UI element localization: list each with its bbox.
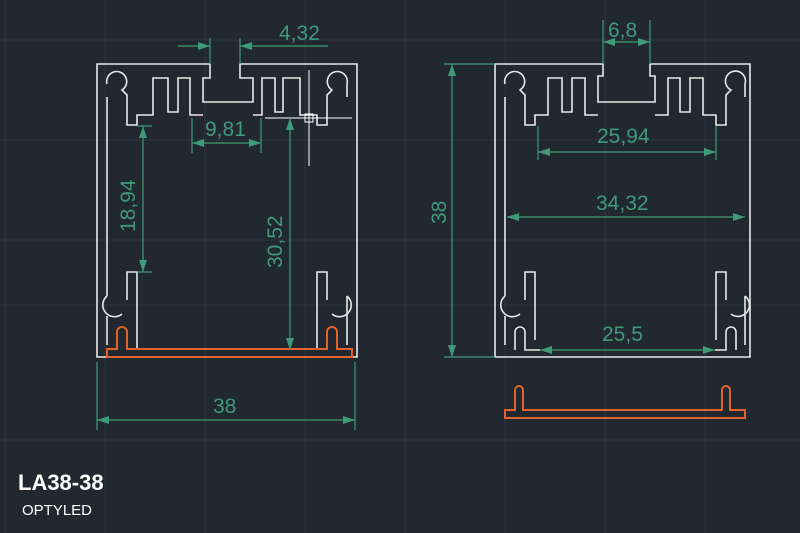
right-cover-strip	[504, 385, 746, 419]
cursor-crosshair	[265, 70, 352, 166]
dim-left-notch: 4,32	[178, 22, 328, 64]
dim-left-inner-height: 30,52	[264, 118, 294, 350]
left-cover-strip	[106, 326, 353, 358]
dim-right-inner-width: 34,32	[507, 192, 745, 221]
dim-label: 4,32	[279, 22, 320, 45]
left-profile	[96, 63, 358, 358]
dim-label: 6,8	[608, 19, 637, 42]
dim-right-notch: 6,8	[602, 19, 651, 64]
dim-left-side-height: 18,94	[117, 125, 152, 273]
dim-label: 38	[213, 395, 236, 418]
dim-label: 25,94	[597, 125, 650, 148]
dim-right-total-height: 38	[428, 63, 495, 358]
model-name: LA38-38	[18, 470, 104, 495]
dim-left-total-width: 38	[96, 362, 356, 430]
dim-label: 25,5	[602, 323, 643, 346]
brand-name: OPTYLED	[22, 502, 93, 519]
dim-label: 18,94	[117, 179, 140, 232]
dim-label: 34,32	[596, 192, 649, 215]
dim-label: 9,81	[205, 118, 246, 141]
right-profile	[494, 63, 751, 358]
dim-right-top-inner: 25,94	[537, 125, 717, 160]
dim-label: 30,52	[264, 215, 287, 268]
dim-right-bottom-inner: 25,5	[540, 323, 715, 354]
dim-left-inner-slot: 9,81	[191, 118, 262, 153]
dim-label: 38	[428, 201, 451, 224]
